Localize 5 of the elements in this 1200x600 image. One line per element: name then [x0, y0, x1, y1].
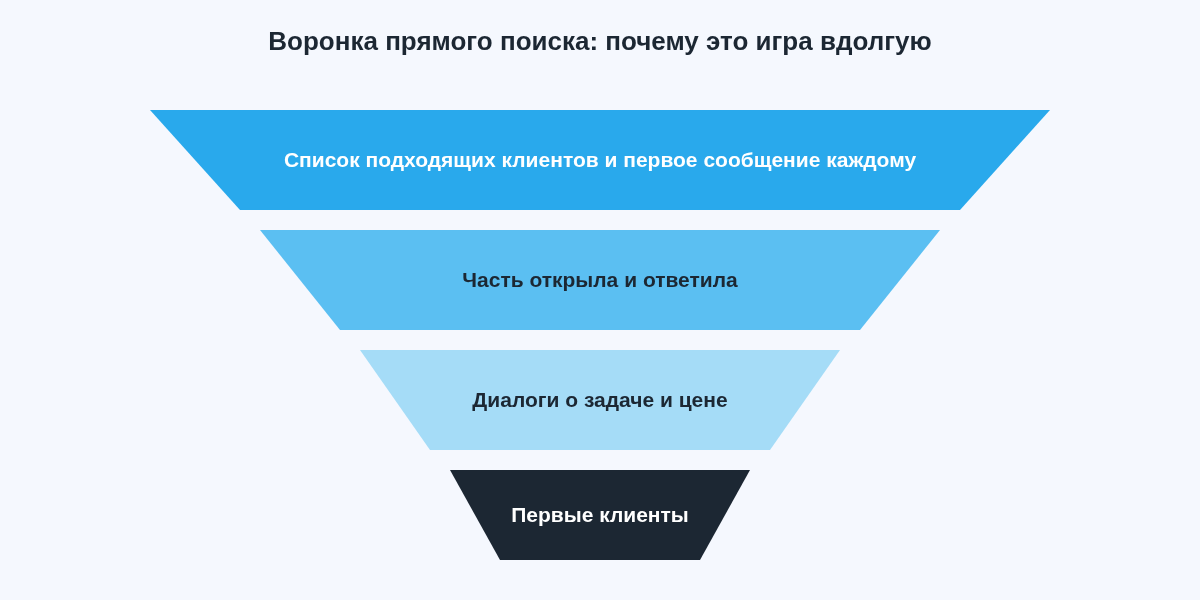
stage-label: Список подходящих клиентов и первое сообщение каждому	[283, 148, 917, 172]
stage-label: Часть открыла и ответила	[462, 268, 738, 292]
diagram-title: Воронка прямого поиска: почему это игра вдолгую	[268, 26, 932, 56]
stage-label: Первые клиенты	[511, 503, 689, 527]
stage-label: Диалоги о задаче и цене	[472, 388, 728, 412]
